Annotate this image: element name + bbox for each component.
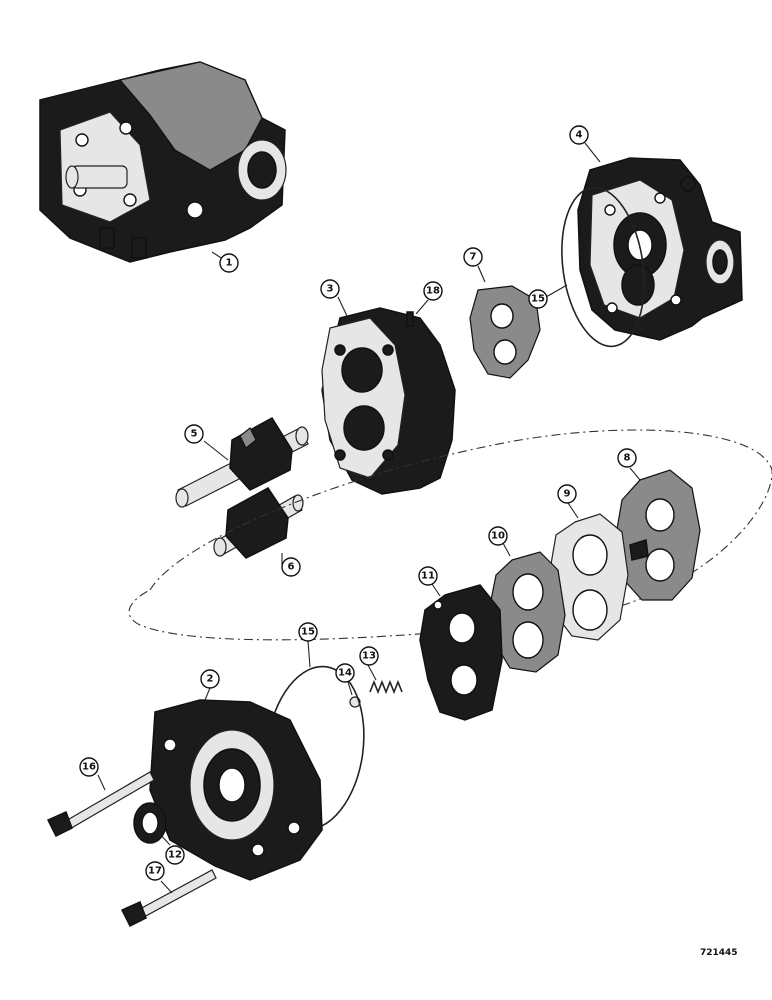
- svg-text:11: 11: [421, 571, 435, 582]
- gasket-9: [549, 513, 629, 641]
- shaft-seal: [133, 802, 167, 844]
- wear-plate-rear: [615, 469, 701, 601]
- drive-gear-shaft: [175, 417, 309, 508]
- svg-text:1: 1: [226, 258, 233, 269]
- callout-13: 13: [359, 646, 379, 666]
- svg-text:8: 8: [624, 453, 631, 464]
- svg-text:9: 9: [564, 489, 571, 500]
- front-housing: [149, 699, 323, 881]
- callout-9: 9: [557, 484, 577, 504]
- thrust-plate: [419, 584, 503, 721]
- bolt-17: [120, 869, 217, 928]
- svg-text:5: 5: [191, 429, 198, 440]
- o-ring-upper: [561, 186, 645, 348]
- callout-4: 4: [569, 125, 589, 145]
- spring: [369, 679, 403, 695]
- callout-17: 17: [145, 861, 165, 881]
- callout-7: 7: [463, 247, 483, 267]
- svg-text:4: 4: [576, 130, 583, 141]
- callout-11: 11: [418, 566, 438, 586]
- callout-15-lower: 15: [298, 622, 318, 642]
- svg-text:3: 3: [327, 284, 334, 295]
- svg-text:16: 16: [82, 762, 96, 773]
- callout-3: 3: [320, 279, 340, 299]
- callout-10: 10: [488, 526, 508, 546]
- svg-text:15: 15: [531, 294, 545, 305]
- svg-text:12: 12: [168, 850, 182, 861]
- driven-gear-shaft: [213, 487, 304, 559]
- svg-text:15: 15: [301, 627, 315, 638]
- gasket-small: [469, 285, 541, 379]
- svg-text:14: 14: [338, 668, 352, 679]
- callout-15-upper: 15: [528, 289, 548, 309]
- callout-5: 5: [184, 424, 204, 444]
- svg-text:10: 10: [491, 531, 505, 542]
- callout-8: 8: [617, 448, 637, 468]
- assembled-pump: [39, 61, 287, 263]
- svg-text:13: 13: [362, 651, 376, 662]
- callout-6: 6: [281, 557, 301, 577]
- svg-text:17: 17: [148, 866, 162, 877]
- svg-text:2: 2: [207, 674, 214, 685]
- svg-text:7: 7: [470, 252, 477, 263]
- figure-reference-number: 721445: [700, 948, 738, 958]
- callout-12: 12: [165, 845, 185, 865]
- callout-14: 14: [335, 663, 355, 683]
- svg-text:6: 6: [288, 562, 295, 573]
- rear-housing: [577, 157, 743, 341]
- seal-10: [489, 551, 566, 673]
- leader-lines: [97, 142, 641, 894]
- callout-2: 2: [200, 669, 220, 689]
- callout-1: 1: [219, 253, 239, 273]
- callout-16: 16: [79, 757, 99, 777]
- gear-housing-body: [321, 307, 456, 495]
- svg-text:18: 18: [426, 286, 440, 297]
- assembly-boundary: [128, 429, 772, 641]
- bolt-16: [46, 771, 155, 838]
- callout-18: 18: [423, 281, 443, 301]
